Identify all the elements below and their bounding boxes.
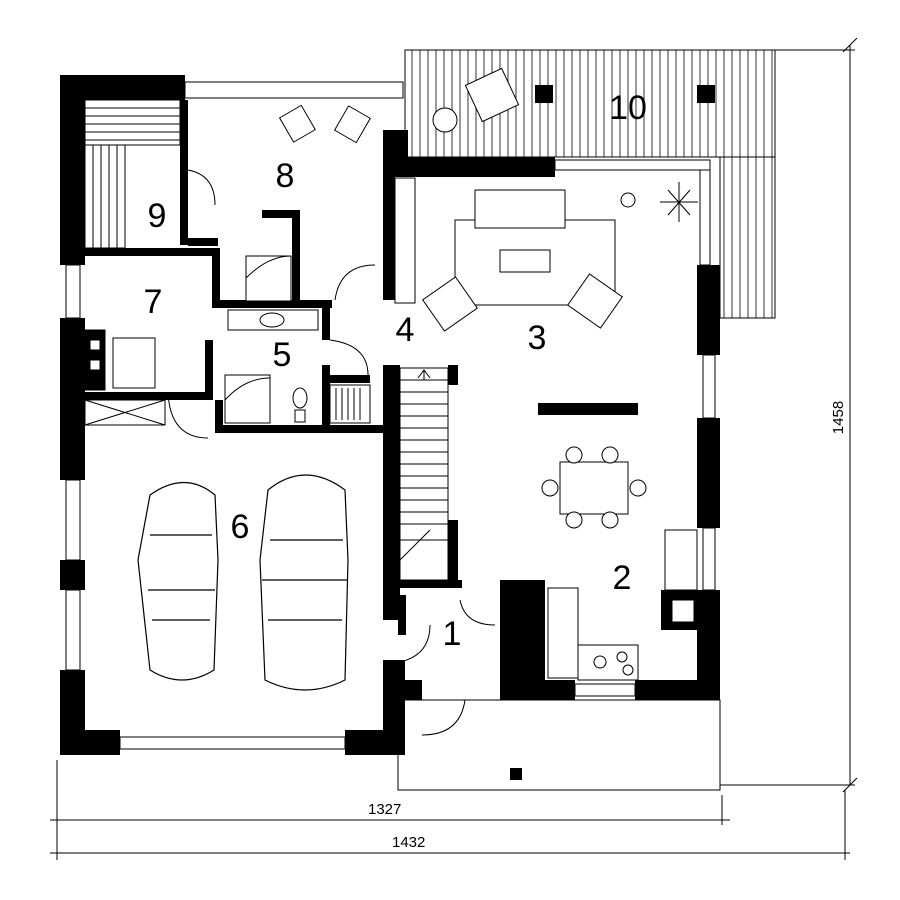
room-number-5: 5: [272, 336, 292, 374]
inner-width-dimension: 1327: [368, 801, 402, 818]
room-number-6: 6: [230, 508, 250, 546]
doors: [167, 169, 496, 736]
porch: [397, 699, 721, 791]
walls: [60, 75, 720, 755]
room-number-1: 1: [442, 615, 462, 653]
room-number-8: 8: [275, 157, 295, 195]
bathroom-fixtures: [224, 255, 371, 424]
total-width-dimension: 1432: [392, 834, 426, 851]
room-number-2: 2: [612, 559, 632, 597]
living-furniture: [278, 67, 698, 681]
room-number-7: 7: [143, 283, 163, 321]
cars: [137, 474, 349, 691]
room-number-10: 10: [609, 89, 647, 127]
dimension-lines: [50, 37, 858, 860]
sauna-benches: [84, 99, 181, 249]
terrace: [404, 49, 776, 319]
room-number-4: 4: [395, 311, 415, 349]
staircase: [399, 367, 449, 581]
boiler-equipment: [84, 329, 166, 426]
room-number-9: 9: [147, 197, 167, 235]
height-dimension: 1458: [830, 400, 848, 435]
windows: [65, 81, 716, 750]
room-number-3: 3: [527, 319, 547, 357]
